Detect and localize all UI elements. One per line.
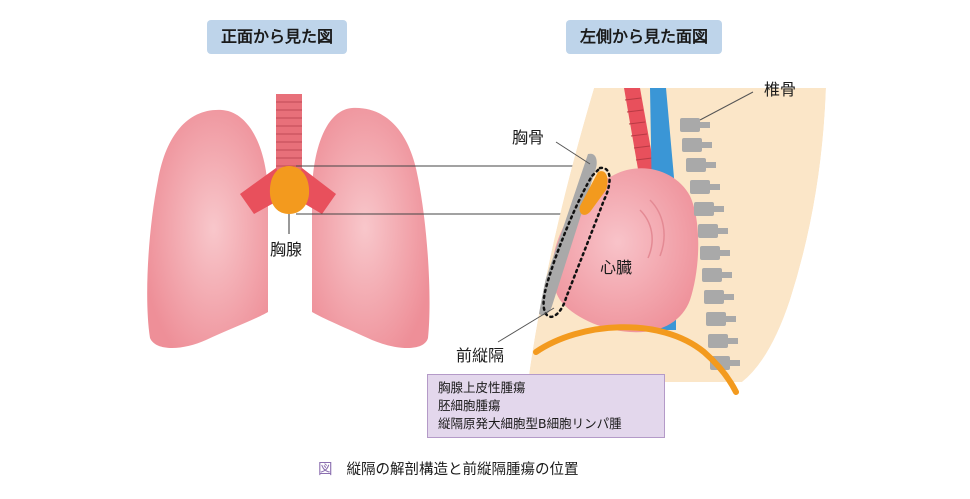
- tumor-list: 胸腺上皮性腫瘍 胚細胞腫瘍 縦隔原発大細胞型B細胞リンパ腫: [427, 374, 665, 438]
- side-view-title: 左側から見た面図: [566, 20, 723, 54]
- spine: [680, 118, 740, 370]
- tumor-item: 胚細胞腫瘍: [438, 398, 501, 413]
- front-view: [147, 94, 430, 349]
- left-lung: [147, 109, 268, 349]
- tumor-item: 縦隔原発大細胞型B細胞リンパ腫: [438, 416, 622, 431]
- diaphragm: [533, 324, 739, 395]
- vertebra-label: 椎骨: [764, 80, 797, 99]
- sternum-label: 胸骨: [512, 128, 545, 147]
- anterior-mediastinum-label: 前縦隔: [456, 346, 505, 365]
- thymus-side: [579, 171, 608, 215]
- front-view-title: 正面から見た図: [207, 20, 348, 54]
- tumor-item: 胸腺上皮性腫瘍: [438, 380, 526, 395]
- mediastinum-pointer-line: [497, 307, 555, 343]
- side-view: [528, 88, 826, 382]
- caption-text: 縦隔の解剖構造と前縦隔腫瘍の位置: [346, 462, 579, 478]
- anterior-mediastinum-outline: [542, 166, 611, 319]
- thymus-label: 胸腺: [270, 240, 303, 259]
- figure-mark: 図: [318, 462, 333, 478]
- sternum-pointer-line: [555, 141, 591, 165]
- right-lung: [312, 107, 430, 348]
- heart-label: 心臓: [600, 258, 633, 277]
- thymus-front: [269, 166, 310, 214]
- vertebra-pointer-line: [699, 91, 754, 121]
- figure-caption: 図縦隔の解剖構造と前縦隔腫瘍の位置: [318, 460, 579, 480]
